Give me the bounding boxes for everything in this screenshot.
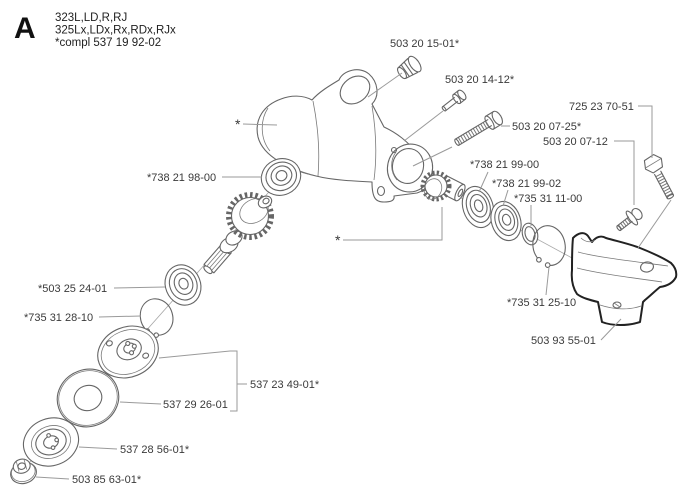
section-letter: A [14,12,36,45]
title-block: A 323L,LD,R,RJ 325Lx,LDx,Rx,RDx,RJx *com… [14,12,176,49]
bearing-left-drawing [164,264,202,306]
snap-ring-right-drawing [532,225,566,268]
support-cup-drawing [22,417,80,467]
gearbox-housing-drawing [256,69,434,203]
plug-screw-drawing [396,55,422,80]
part-label-735-31-28-10: *735 31 28-10 [24,312,93,324]
part-label-735-31-11-00: *735 31 11-00 [514,193,582,205]
part-label-503-25-24-01: *503 25 24-01 [38,283,107,295]
part-label-503-20-07-12: 503 20 07-12 [543,136,608,148]
part-label-537-29-26-01: 537 29 26-01 [163,399,228,411]
part-label-503-20-14-12: 503 20 14-12* [445,74,515,86]
lock-nut-drawing [10,458,37,485]
part-label-738-21-98-00: *738 21 98-00 [147,172,216,184]
models-line-1: 323L,LD,R,RJ [55,12,127,24]
part-label-503-20-15-01: 503 20 15-01* [390,38,460,50]
hex-bolt-drawing [643,154,675,200]
washer-small-drawing [521,222,539,246]
part-label-537-23-49-01: 537 23 49-01* [250,379,320,391]
part-label-738-21-99-02: *738 21 99-02 [492,178,561,190]
small-screw-drawing [441,89,467,112]
bearing-right-1-drawing [461,185,495,229]
long-bolt-drawing [454,110,504,146]
part-label-725-23-70-51: 725 23 70-51 [569,101,634,113]
part-label-503-93-55-01: 503 93 55-01 [531,335,596,347]
leader-lines [35,72,672,480]
models-line-2: 325Lx,LDx,Rx,RDx,RJx [55,25,176,37]
flange-screw-drawing [616,207,643,232]
part-label-503-20-07-25: 503 20 07-25* [512,121,582,133]
pinion-gear-drawing [420,170,466,202]
bevel-gear-shaft-drawing [203,192,274,275]
part-labels: 503 20 15-01* 503 20 14-12* 725 23 70-51… [24,38,634,486]
part-label-738-21-99-00: *738 21 99-00 [470,159,539,171]
part-label-537-28-56-01: 537 28 56-01* [120,444,190,456]
washer-large-drawing [56,368,120,428]
bearing-right-2-drawing [490,200,522,242]
housing-asterisk-ref: * [235,116,241,132]
part-label-503-85-63-01: 503 85 63-01* [72,474,142,486]
compl-note: *compl 537 19 92-02 [55,37,161,49]
bearing-top-drawing [260,158,302,196]
part-label-735-31-25-10: *735 31 25-10 [507,297,576,309]
guard-shield-drawing [570,232,678,326]
flange-disc-drawing [97,325,159,379]
gear-asterisk-ref: * [335,232,341,248]
